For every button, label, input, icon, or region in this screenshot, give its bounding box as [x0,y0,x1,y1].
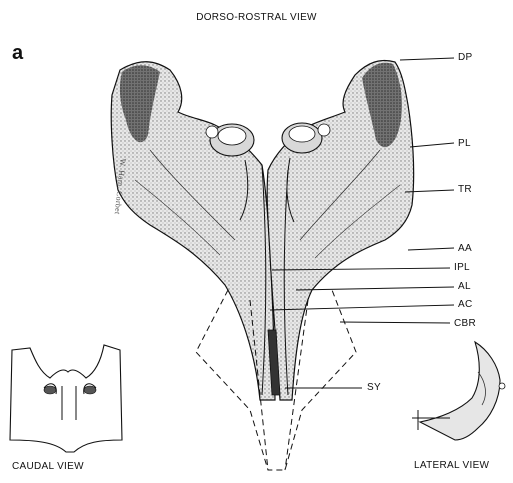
label-ipl: IPL [454,262,470,273]
label-pl: PL [458,138,471,149]
left-wing [111,62,275,400]
label-aa: AA [458,243,472,254]
label-al: AL [458,281,471,292]
figure-title: DORSO-ROSTRAL VIEW [0,12,513,23]
label-ac: AC [458,299,473,310]
label-sy: SY [367,382,381,393]
label-cbr: CBR [454,318,476,329]
right-wing [267,61,413,400]
caption-caudal-view: CAUDAL VIEW [12,461,84,472]
label-tr: TR [458,184,472,195]
caption-lateral-view: LATERAL VIEW [414,460,489,471]
panel-letter: a [12,42,23,65]
caudal-view-figure [10,345,122,452]
label-dp: DP [458,52,473,63]
lateral-view-figure [412,342,505,440]
